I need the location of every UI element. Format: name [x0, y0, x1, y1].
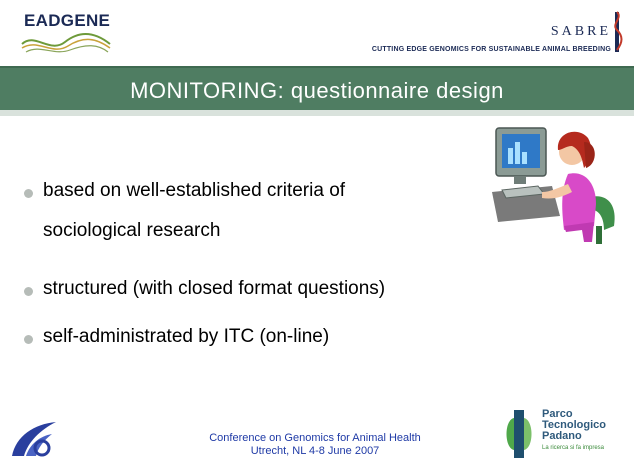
title-bar: MONITORING: questionnaire design: [0, 66, 634, 116]
sabre-logo-art: [614, 11, 623, 52]
bullet-text: self-administrated by ITC (on-line): [43, 326, 330, 347]
eadgene-logo-art: [21, 33, 111, 53]
conference-line-1: Conference on Genomics for Animal Health: [209, 432, 421, 444]
eadgene-logo-text: EADGENE: [24, 11, 111, 30]
conference-line-2: Utrecht, NL 4-8 June 2007: [250, 445, 380, 457]
ptp-name-line-2: Tecnologico: [542, 419, 606, 431]
conference-footer: Conference on Genomics for Animal Health…: [170, 432, 460, 458]
bullet-text: based on well-established criteria of: [43, 180, 346, 201]
slide-title: MONITORING: questionnaire design: [130, 78, 504, 103]
sabre-tagline: CUTTING EDGE GENOMICS FOR SUSTAINABLE AN…: [371, 46, 611, 53]
eu-sixth-framework-logo: [12, 422, 56, 457]
sabre-logo: SABRE CUTTING EDGE GENOMICS FOR SUSTAINA…: [355, 10, 625, 58]
bullet-text: structured (with closed format questions…: [43, 278, 386, 299]
ptp-mark-icon: [506, 410, 532, 458]
bullet-dot-icon: [24, 287, 33, 296]
ptp-name-line-3: Padano: [542, 430, 582, 442]
woman-at-computer-icon: [492, 127, 615, 244]
ptp-name: Parco Tecnologico Padano: [542, 409, 606, 442]
eadgene-logo: EADGENE: [16, 6, 112, 58]
bullet-dot-icon: [24, 189, 33, 198]
bullet-text-continuation: sociological research: [43, 220, 221, 241]
bullet-dot-icon: [24, 335, 33, 344]
sabre-logo-text: SABRE: [550, 24, 611, 39]
ptp-tagline: La ricerca si fa impresa: [542, 445, 605, 451]
parco-tecnologico-padano-logo: Parco Tecnologico Padano La ricerca si f…: [502, 408, 632, 460]
ptp-name-line-1: Parco: [542, 408, 573, 420]
